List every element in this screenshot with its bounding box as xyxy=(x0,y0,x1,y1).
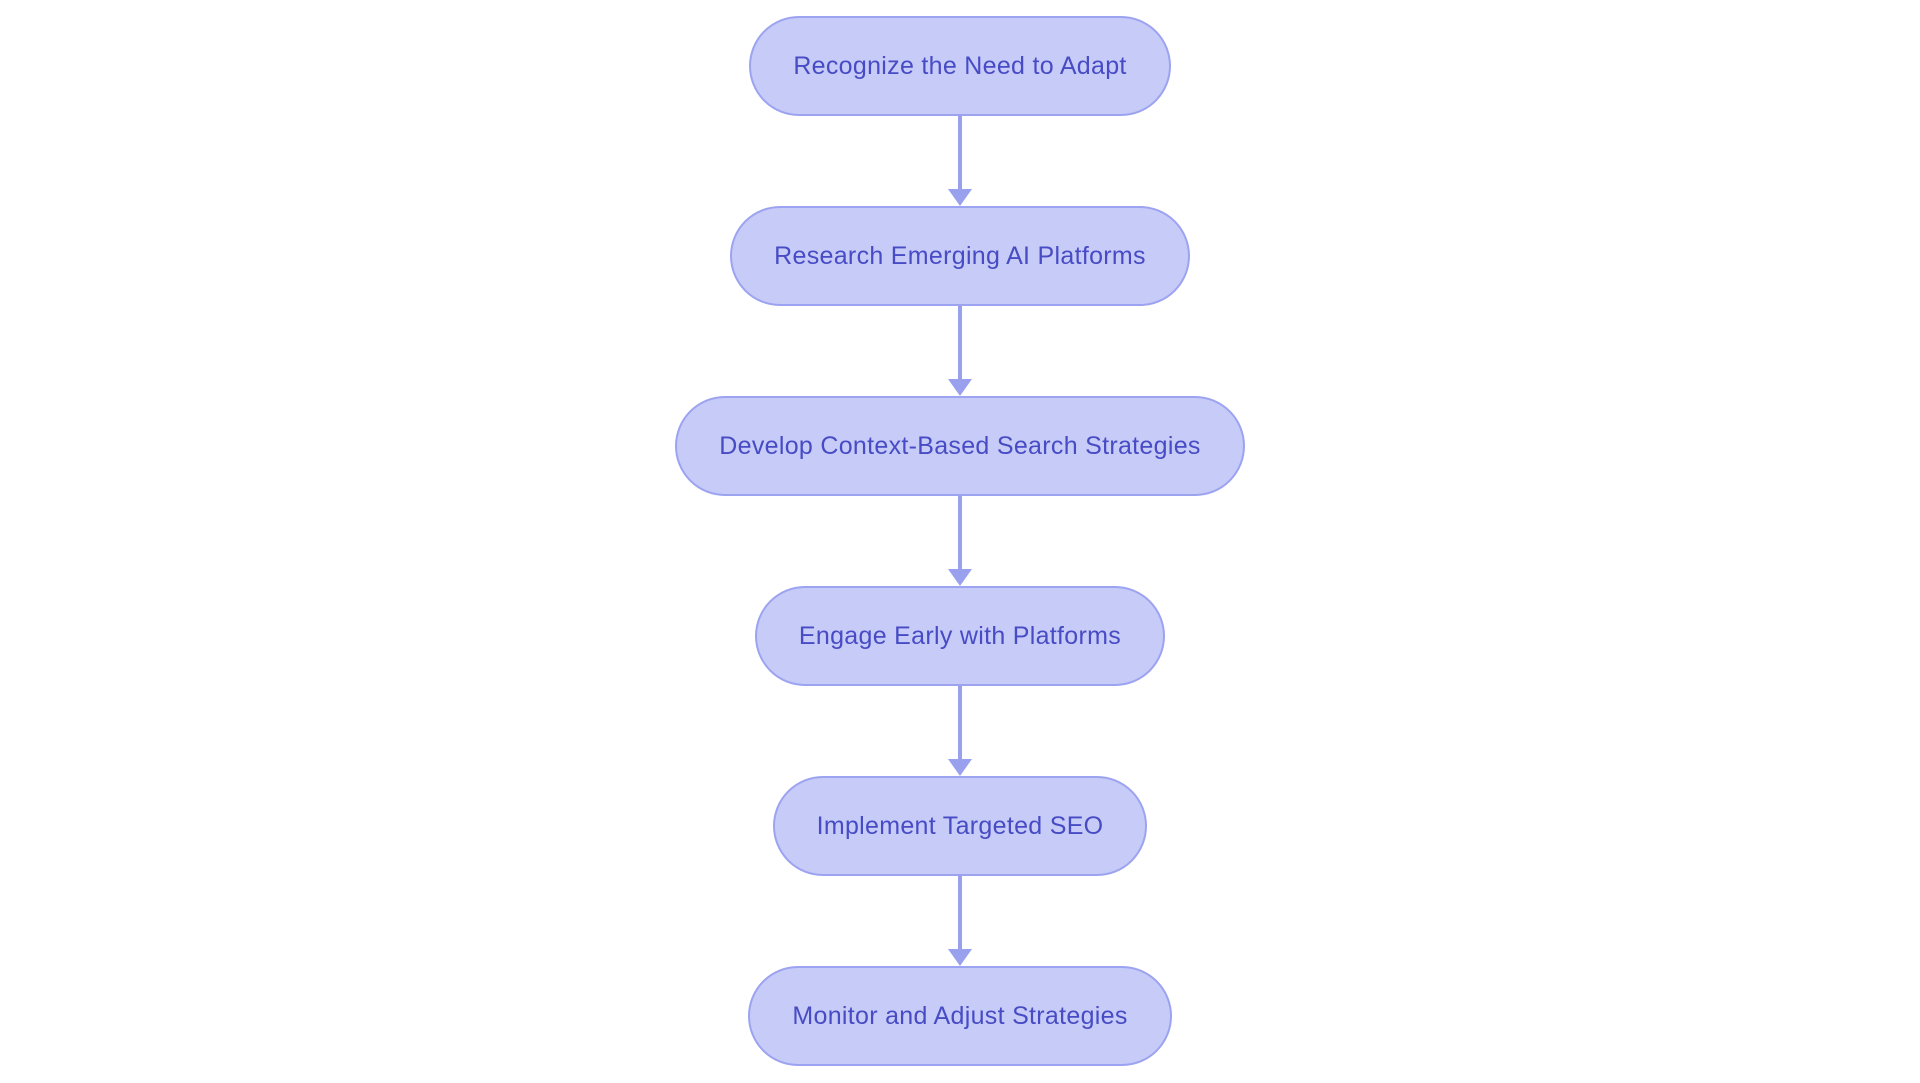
flow-node-implement-seo: Implement Targeted SEO xyxy=(772,776,1148,876)
arrow-shaft xyxy=(958,116,962,189)
arrow-down-icon xyxy=(948,306,972,396)
arrow-head-icon xyxy=(948,569,972,586)
arrow-head-icon xyxy=(948,189,972,206)
arrow-shaft xyxy=(958,876,962,949)
arrow-shaft xyxy=(958,686,962,759)
flow-node-monitor-adjust: Monitor and Adjust Strategies xyxy=(748,966,1172,1066)
flow-node-develop-strategies: Develop Context-Based Search Strategies xyxy=(675,396,1245,496)
arrow-head-icon xyxy=(948,949,972,966)
arrow-down-icon xyxy=(948,496,972,586)
arrow-shaft xyxy=(958,306,962,379)
flow-node-recognize-need: Recognize the Need to Adapt xyxy=(749,16,1171,116)
flowchart: Recognize the Need to Adapt Research Eme… xyxy=(0,16,1920,1066)
flow-node-engage-early: Engage Early with Platforms xyxy=(754,586,1166,686)
flow-node-research-platforms: Research Emerging AI Platforms xyxy=(730,206,1190,306)
arrow-down-icon xyxy=(948,686,972,776)
arrow-head-icon xyxy=(948,759,972,776)
arrow-shaft xyxy=(958,496,962,569)
arrow-down-icon xyxy=(948,116,972,206)
arrow-head-icon xyxy=(948,379,972,396)
arrow-down-icon xyxy=(948,876,972,966)
